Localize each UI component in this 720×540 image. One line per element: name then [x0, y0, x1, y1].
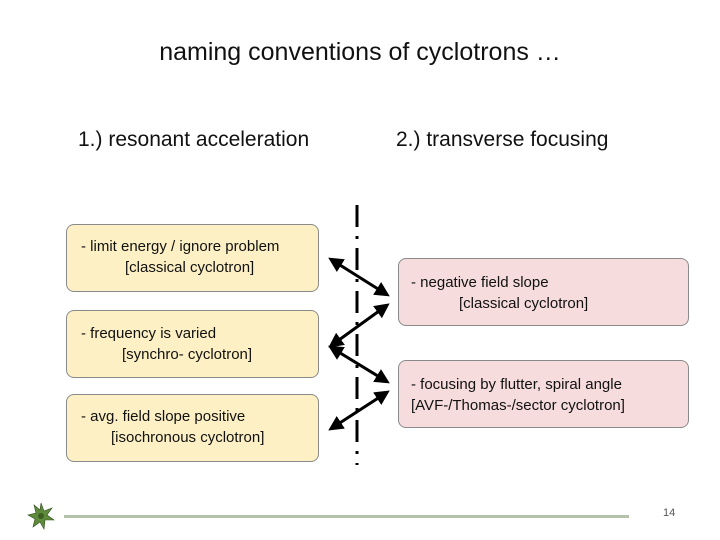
left-box-classical-line1: - limit energy / ignore problem	[81, 238, 280, 255]
right-box-flutter-line2: [AVF-/Thomas-/sector cyclotron]	[411, 397, 625, 414]
left-box-synchro: - frequency is varied [synchro- cyclotro…	[66, 310, 319, 378]
left-box-classical-line2: [classical cyclotron]	[125, 259, 255, 276]
right-box-negative-slope-line1: - negative field slope	[411, 274, 549, 291]
right-column-heading: 2.) transverse focusing	[396, 128, 609, 151]
left-box-classical: - limit energy / ignore problem [classic…	[66, 224, 319, 292]
leaf-logo-icon	[27, 502, 55, 530]
arrow-classical-to-negative	[328, 257, 390, 297]
arrow-isochronous-to-flutter	[328, 390, 390, 431]
right-box-flutter-line1: - focusing by flutter, spiral angle	[411, 376, 622, 393]
right-box-negative-slope-line2: [classical cyclotron]	[459, 295, 589, 312]
arrow-synchro-to-negative	[328, 303, 390, 348]
right-box-flutter: - focusing by flutter, spiral angle [AVF…	[398, 360, 689, 428]
left-box-isochronous-line2: [isochronous cyclotron]	[111, 429, 265, 446]
left-box-synchro-line2: [synchro- cyclotron]	[122, 346, 253, 363]
left-box-isochronous: - avg. field slope positive [isochronous…	[66, 394, 319, 462]
left-box-synchro-line1: - frequency is varied	[81, 325, 217, 342]
footer-divider	[64, 515, 629, 518]
page-number: 14	[663, 507, 676, 519]
slide-title: naming conventions of cyclotrons …	[159, 38, 561, 66]
left-box-isochronous-line1: - avg. field slope positive	[81, 408, 246, 425]
arrow-synchro-to-flutter	[328, 345, 390, 384]
left-column-heading: 1.) resonant acceleration	[78, 128, 310, 151]
right-box-negative-slope: - negative field slope [classical cyclot…	[398, 258, 689, 326]
